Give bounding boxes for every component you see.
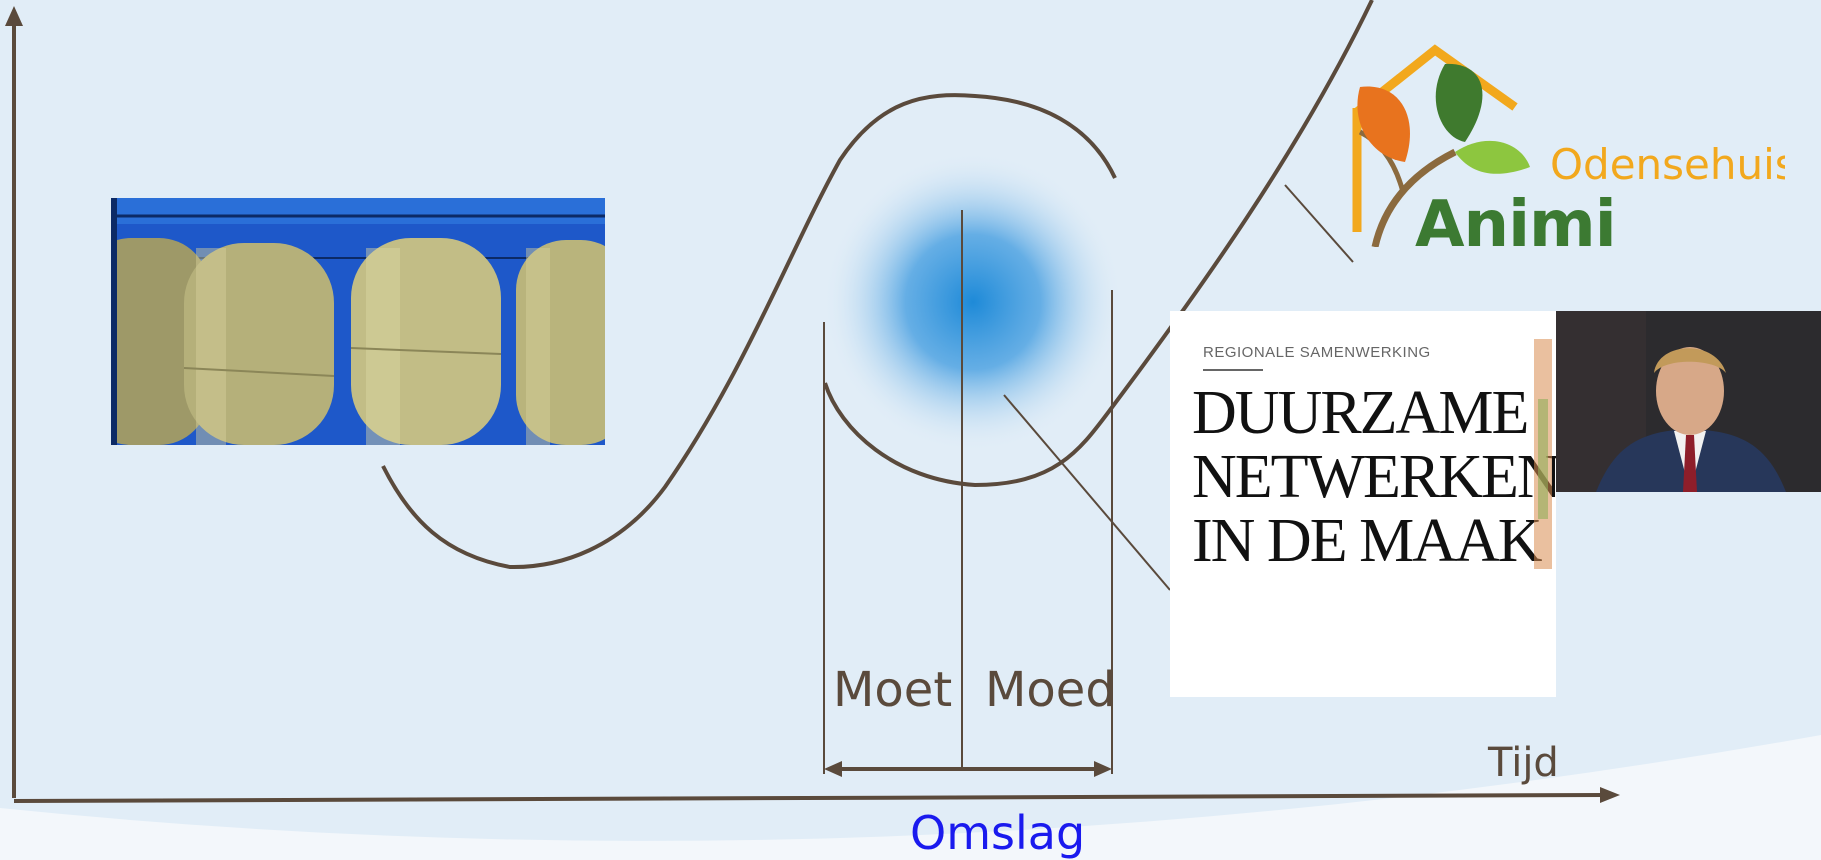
omslag-label: Omslag (910, 806, 1086, 860)
omslag-arrow-left (824, 761, 842, 777)
transition-curve (381, 93, 1117, 570)
new-curve (823, 0, 1374, 488)
house-leaves-logo-icon (1352, 44, 1530, 247)
lower-wave (0, 735, 1821, 860)
odensehuis-logo: Odensehuis Animi Vivere (1345, 42, 1785, 267)
booklet-decoration (1534, 339, 1552, 569)
moed-label: Moed (985, 662, 1116, 718)
logo-text-bottom: Animi Vivere (1415, 188, 1640, 267)
silo-illustration (111, 198, 605, 445)
turning-point-glow (823, 152, 1123, 452)
portrait-photo (1556, 311, 1821, 492)
time-axis-label: Tijd (1488, 740, 1559, 786)
moet-label: Moet (833, 662, 953, 718)
booklet-title-line-2: NETWERKEN (1192, 443, 1556, 511)
x-axis (13, 793, 1606, 803)
portrait-illustration (1556, 311, 1821, 492)
booklet-title-line-3: IN DE MAAK (1192, 507, 1543, 575)
booklet-kicker: REGIONALE SAMENWERKING (1203, 344, 1431, 361)
pointer-line-booklet (1003, 394, 1171, 591)
logo-text-top: Odensehuis (1550, 140, 1785, 189)
booklet-rule (1203, 369, 1263, 371)
x-axis-arrowhead (1600, 787, 1620, 803)
omslag-arrow-right (1094, 761, 1112, 777)
silo-photo (111, 198, 605, 445)
booklet-title-line-1: DUURZAME (1192, 379, 1529, 447)
pointer-line-logo (1284, 184, 1354, 263)
booklet-cover: REGIONALE SAMENWERKING DUURZAME NETWERKE… (1170, 311, 1556, 697)
y-axis-arrowhead (5, 6, 23, 26)
